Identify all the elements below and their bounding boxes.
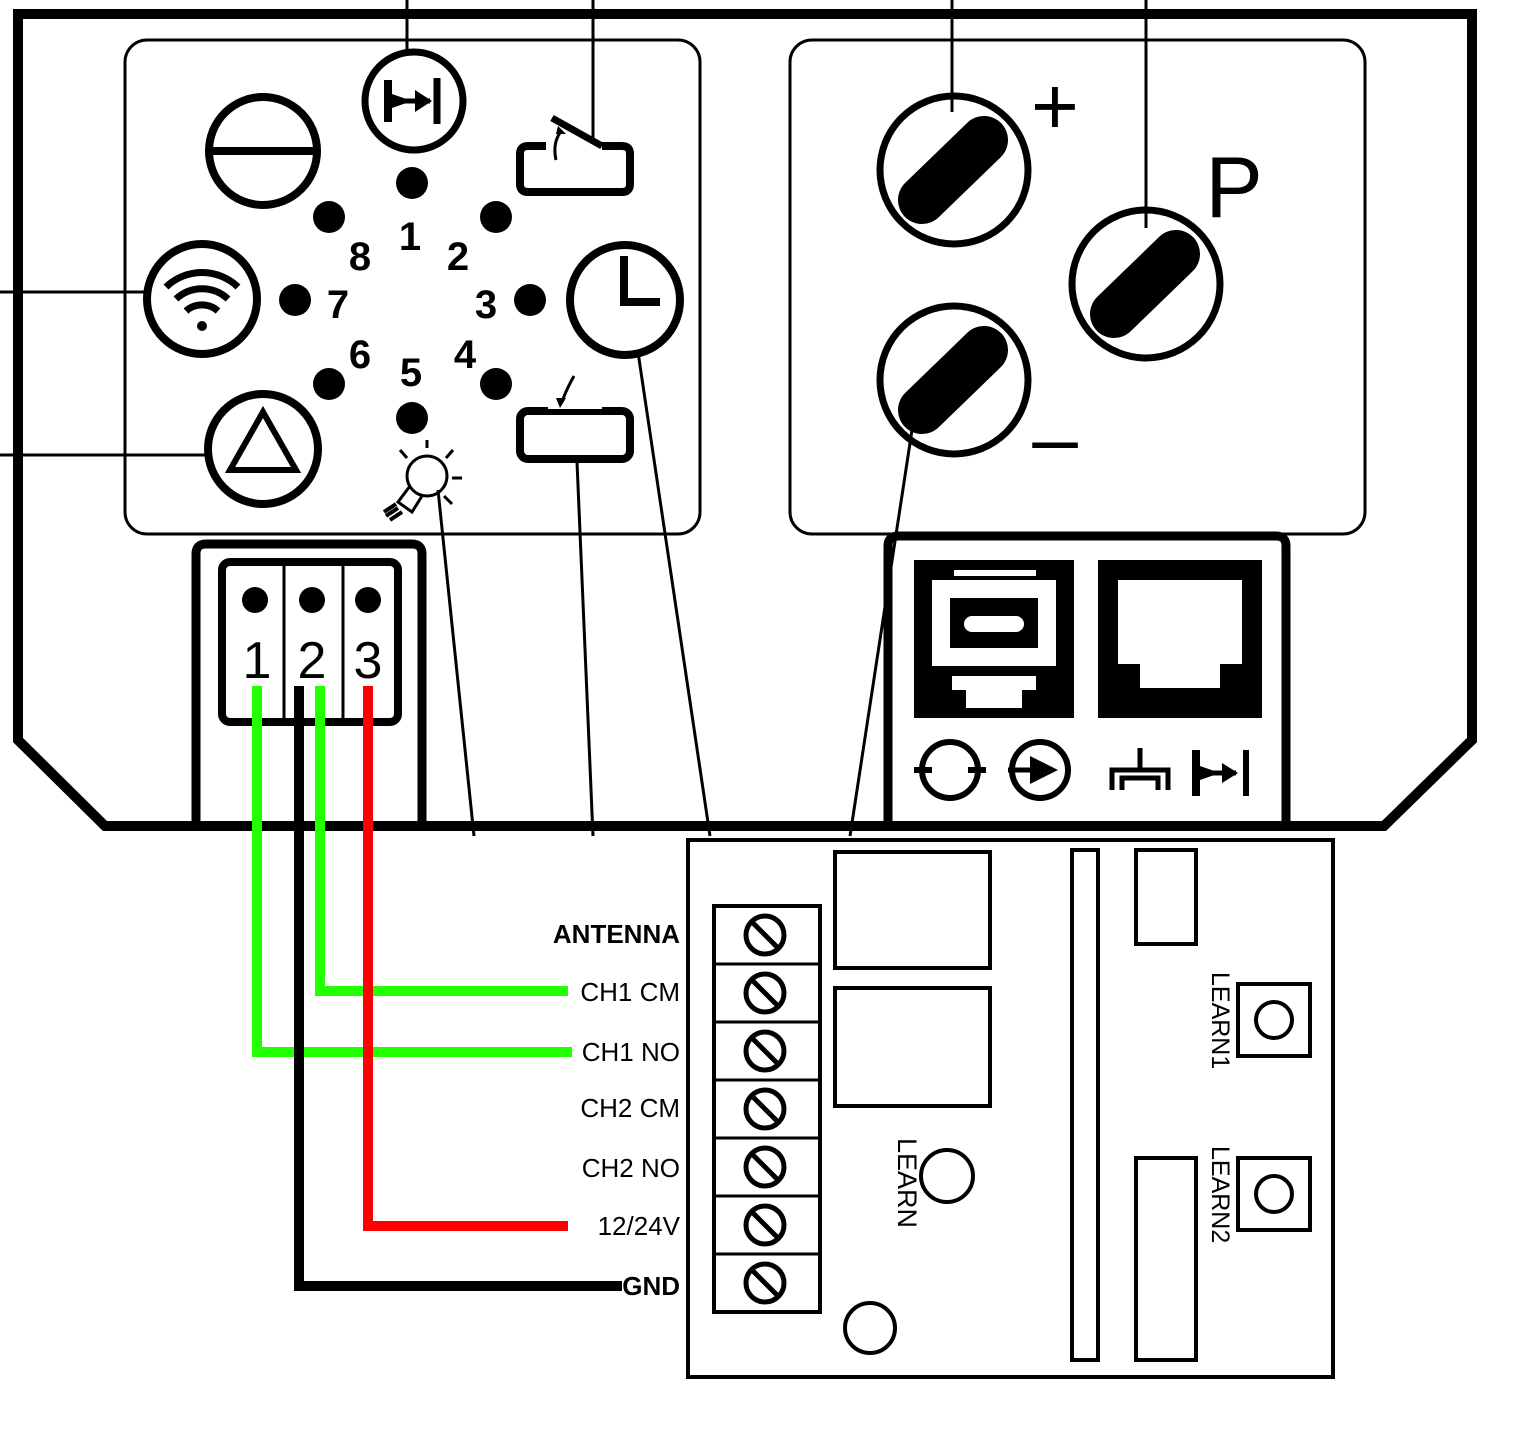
learn1-button[interactable] xyxy=(1254,1000,1294,1040)
dial-dot-4 xyxy=(480,368,512,400)
program-trimmer-icon[interactable] xyxy=(1068,206,1224,362)
component-strip xyxy=(1070,848,1100,1362)
plus-trimmer-icon[interactable] xyxy=(876,92,1032,248)
wires xyxy=(252,686,622,1291)
wire-green-ch1-cm xyxy=(315,686,568,996)
terminal-label-ch1-no: CH1 NO xyxy=(582,1037,680,1067)
terminal-label-12-24v: 12/24V xyxy=(598,1211,681,1241)
gate-icon xyxy=(1109,748,1171,790)
dial-dots xyxy=(279,167,546,434)
dial-dot-1 xyxy=(396,167,428,199)
terminal-screw-ch1-cm xyxy=(714,962,820,1015)
learn2-button-housing xyxy=(1236,1156,1312,1232)
wire-green-ch1-no xyxy=(252,686,572,1057)
terminal-label-ch2-cm: CH2 CM xyxy=(580,1093,680,1123)
dial-dot-7 xyxy=(279,284,311,316)
dial-number-4: 4 xyxy=(454,333,477,377)
terminal-screw-ch1-no xyxy=(714,1020,820,1073)
dial-number-1: 1 xyxy=(399,215,421,259)
learn-label: LEARN xyxy=(892,1138,922,1228)
relay-2 xyxy=(833,986,992,1108)
terminal-label-gnd: GND xyxy=(622,1271,680,1301)
terminal-screw-antenna xyxy=(743,913,787,957)
dial-dot-2 xyxy=(480,201,512,233)
receiver-components xyxy=(833,848,1312,1362)
minus-label: – xyxy=(1032,393,1078,484)
dial-number-3: 3 xyxy=(475,283,497,327)
program-label: P xyxy=(1205,140,1262,236)
limit-icon xyxy=(1192,750,1249,796)
dial-dot-6 xyxy=(313,368,345,400)
controller-housing xyxy=(13,9,1477,831)
dial-panel xyxy=(123,38,702,536)
leader-lines xyxy=(0,0,1148,837)
dial-number-6: 6 xyxy=(349,333,371,377)
controller-terminal-block xyxy=(191,539,427,826)
limit-stop-circle-icon xyxy=(361,48,467,154)
learn-led xyxy=(919,1148,975,1204)
plus-label: + xyxy=(1031,61,1079,152)
terminal-pin-dot-2 xyxy=(299,587,325,613)
terminal-pin-label-1: 1 xyxy=(243,632,272,690)
minus-trimmer-icon[interactable] xyxy=(876,302,1032,458)
terminal-label-ch2-no: CH2 NO xyxy=(582,1153,680,1183)
receiver-terminal-strip xyxy=(712,904,822,1314)
terminal-pin-label-2: 2 xyxy=(298,632,327,690)
controller-port-block xyxy=(883,531,1291,826)
dial-number-5: 5 xyxy=(400,351,422,395)
terminal-pin-label-3: 3 xyxy=(354,632,383,690)
learn1-label: LEARN1 xyxy=(1206,972,1234,1069)
component-bottom xyxy=(1134,1156,1198,1362)
terminal-pin-dot-1 xyxy=(242,587,268,613)
dial-dot-8 xyxy=(313,201,345,233)
component-top xyxy=(1134,848,1198,946)
relay-1 xyxy=(833,850,992,970)
dial-number-8: 8 xyxy=(349,235,371,279)
receiver-board xyxy=(686,838,1335,1379)
terminal-label-ch1-cm: CH1 CM xyxy=(580,977,680,1007)
wifi-circle-icon xyxy=(143,240,261,358)
timer-circle-icon xyxy=(566,241,684,359)
mounting-hole xyxy=(843,1301,897,1355)
rotate-circle-icon xyxy=(914,739,986,801)
learn2-label: LEARN2 xyxy=(1206,1146,1234,1243)
stop-circle-icon xyxy=(205,93,321,209)
lightbulb-icon xyxy=(382,440,462,522)
wire-black-gnd xyxy=(294,686,622,1291)
terminal-label-antenna: ANTENNA xyxy=(553,919,680,949)
dial-number-2: 2 xyxy=(447,235,469,279)
terminal-screw-ch2-no xyxy=(714,1136,820,1189)
terminal-screw-12-24v xyxy=(714,1194,820,1247)
learn1-button-housing xyxy=(1236,982,1312,1058)
terminal-screw-gnd xyxy=(714,1252,820,1305)
closed-gate-icon xyxy=(516,375,634,463)
dial-dot-3 xyxy=(514,284,546,316)
open-gate-icon xyxy=(516,114,634,196)
learn2-button[interactable] xyxy=(1254,1174,1294,1214)
wire-red-12-24v xyxy=(363,686,568,1231)
dial-dot-5 xyxy=(396,402,428,434)
warning-triangle-circle-icon xyxy=(204,390,322,508)
dial-number-7: 7 xyxy=(327,283,349,327)
terminal-pin-dot-3 xyxy=(355,587,381,613)
terminal-screw-ch2-cm xyxy=(714,1078,820,1131)
play-circle-icon xyxy=(1008,739,1071,801)
